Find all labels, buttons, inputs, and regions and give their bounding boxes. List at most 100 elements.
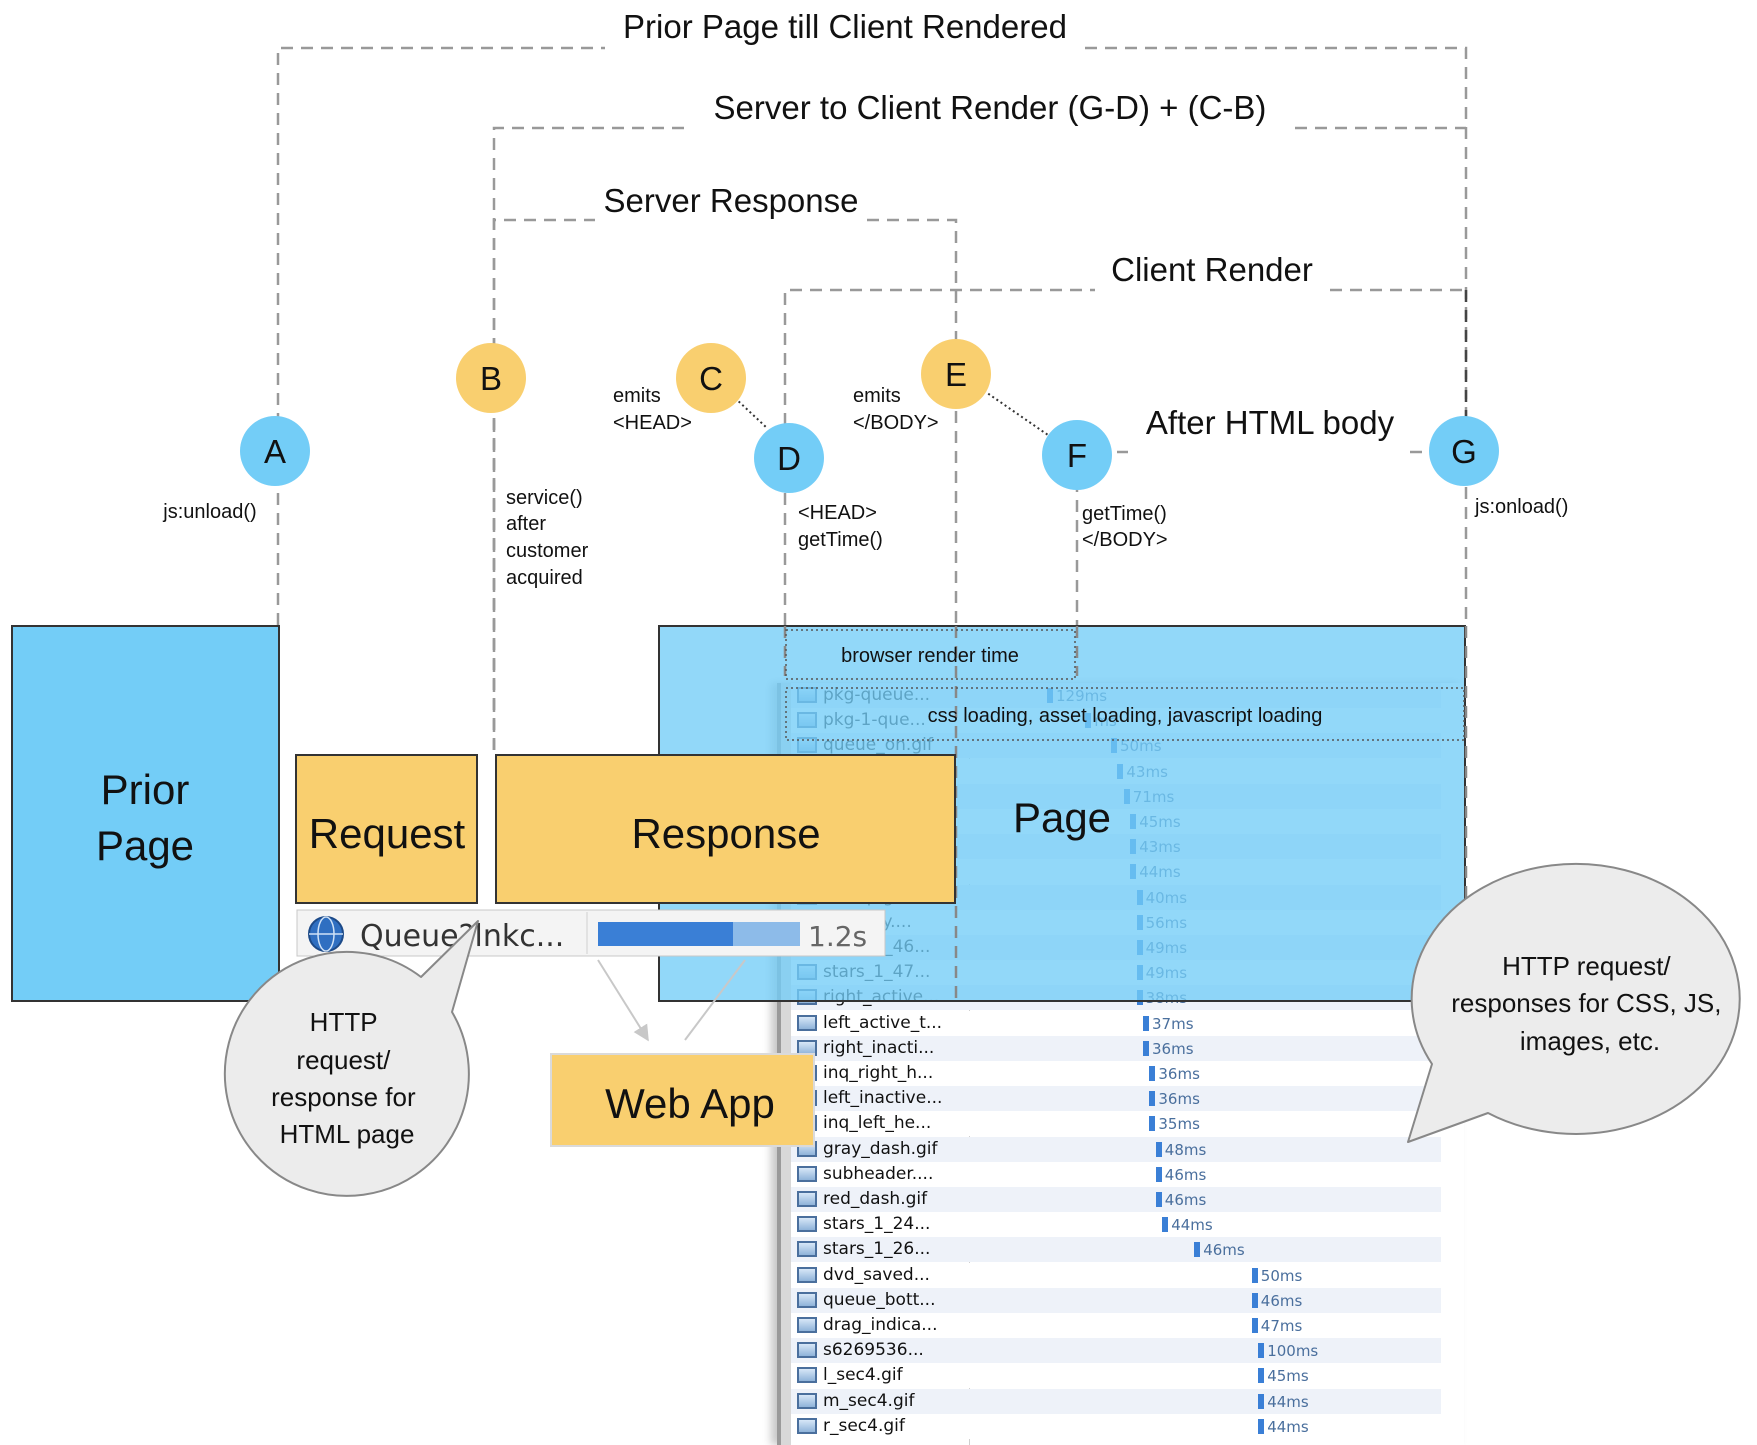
image-file-icon xyxy=(797,1216,817,1233)
waterfall-file-name: r_sec4.gif xyxy=(823,1415,905,1436)
image-file-icon xyxy=(797,1266,817,1283)
svg-text:browser render time: browser render time xyxy=(841,645,1019,667)
waterfall-timing-bar xyxy=(1149,1116,1156,1132)
prior-page-block: Prior Page xyxy=(11,625,280,1002)
waterfall-time: 36ms xyxy=(1158,1065,1200,1083)
main-request-time: 1.2s xyxy=(808,920,867,953)
node-e: E xyxy=(921,339,991,409)
waterfall-timing-bar xyxy=(1143,1015,1149,1031)
waterfall-time: 100ms xyxy=(1267,1342,1319,1361)
waterfall-row[interactable]: left_active_t... 37ms xyxy=(791,1010,1441,1036)
note-a: js:unload() xyxy=(162,501,256,523)
waterfall-file-name: l_sec4.gif xyxy=(823,1365,903,1386)
waterfall-row[interactable]: inq_right_h... 36ms xyxy=(791,1061,1441,1086)
waterfall-timing-bar xyxy=(1155,1192,1162,1207)
bracket-title-after-html-body: After HTML body xyxy=(1146,404,1395,441)
svg-text:Page: Page xyxy=(1013,794,1111,841)
svg-text:A: A xyxy=(264,433,286,470)
waterfall-row[interactable]: dvd_saved... 50ms xyxy=(791,1262,1441,1288)
waterfall-timing-bar xyxy=(1162,1217,1169,1233)
waterfall-time: 36ms xyxy=(1152,1039,1194,1058)
waterfall-time: 46ms xyxy=(1164,1165,1207,1184)
svg-text:HTTP request/ resp: HTTP request/ response for HTML page xyxy=(271,1007,423,1149)
waterfall-row[interactable]: drag_indica...47ms xyxy=(791,1313,1441,1338)
waterfall-time: 45ms xyxy=(1267,1367,1309,1386)
bracket-client-render xyxy=(783,288,1466,625)
main-request-row: Queue?lnkc... 1.2s xyxy=(296,909,886,957)
waterfall-row[interactable]: s6269536... 100ms xyxy=(791,1338,1441,1364)
waterfall-row[interactable]: right_inacti... 36ms xyxy=(791,1035,1441,1061)
waterfall-timing-bar xyxy=(1258,1418,1265,1434)
note-d: <HEAD> getTime() xyxy=(798,502,883,551)
link-e-to-f xyxy=(979,387,1049,436)
image-file-icon xyxy=(797,1291,817,1308)
waterfall-row[interactable]: l_sec4.gif 45ms xyxy=(791,1363,1441,1389)
waterfall-row[interactable]: queue_bott... 46ms xyxy=(791,1287,1441,1313)
waterfall-timing-bar xyxy=(1149,1066,1156,1081)
node-c: C xyxy=(676,343,746,413)
waterfall-file-name: inq_left_he... xyxy=(823,1113,932,1134)
waterfall-time: 46ms xyxy=(1203,1241,1245,1260)
waterfall-file-name: dvd_saved... xyxy=(823,1264,930,1285)
waterfall-row[interactable]: stars_1_24... 44ms xyxy=(791,1212,1441,1238)
waterfall-row[interactable]: left_inactive... 36ms xyxy=(791,1086,1441,1112)
svg-text:C: C xyxy=(699,360,723,397)
waterfall-file-name: left_inactive... xyxy=(823,1088,943,1109)
waterfall-time: 36ms xyxy=(1158,1090,1200,1109)
waterfall-time: 37ms xyxy=(1152,1014,1194,1033)
waterfall-timing-bar xyxy=(1194,1242,1201,1258)
svg-text:Page: Page xyxy=(96,822,194,869)
browser-render-time-box: browser render time xyxy=(785,629,1076,680)
bubble-assets: HTTP request/ responses for CSS, JS, ima… xyxy=(1407,862,1741,1143)
bracket-title-prior-page: Prior Page till Client Rendered xyxy=(623,8,1067,45)
waterfall-row[interactable]: stars_1_26... 46ms xyxy=(791,1237,1441,1263)
waterfall-file-name: right_inacti... xyxy=(823,1037,935,1058)
svg-text:HTTP request/ responses: HTTP request/ responses for CSS, JS, ima… xyxy=(1451,951,1728,1056)
bubble-html-page: HTTP request/ response for HTML page xyxy=(223,920,479,1197)
image-file-icon xyxy=(797,1241,817,1258)
svg-text:G: G xyxy=(1451,433,1477,470)
waterfall-file-name: stars_1_26... xyxy=(823,1239,931,1260)
image-file-icon xyxy=(797,1191,817,1207)
waterfall-file-name: gray_dash.gif xyxy=(823,1138,938,1159)
waterfall-time: 44ms xyxy=(1267,1417,1309,1436)
waterfall-time: 47ms xyxy=(1260,1317,1303,1335)
image-file-icon xyxy=(797,1165,817,1182)
waterfall-time: 44ms xyxy=(1171,1216,1213,1235)
waterfall-time: 44ms xyxy=(1267,1392,1309,1411)
waterfall-timing-bar xyxy=(1149,1091,1156,1107)
image-file-icon xyxy=(797,1367,817,1384)
waterfall-timing-bar xyxy=(1258,1393,1265,1409)
waterfall-timing-bar xyxy=(1251,1267,1258,1283)
waterfall-file-name: subheader.... xyxy=(823,1163,934,1184)
link-c-to-d xyxy=(734,397,768,429)
image-file-icon xyxy=(797,1317,817,1333)
svg-text:Request: Request xyxy=(309,810,466,857)
note-f: getTime() </BODY> xyxy=(1082,503,1172,551)
waterfall-time: 46ms xyxy=(1260,1291,1303,1310)
main-request-bar-wait xyxy=(598,922,733,946)
note-e: emits </BODY> xyxy=(853,385,939,434)
node-b: B xyxy=(456,343,526,413)
image-file-icon xyxy=(797,1342,817,1359)
waterfall-file-name: left_active_t... xyxy=(823,1012,943,1033)
waterfall-row[interactable]: r_sec4.gif 44ms xyxy=(791,1413,1441,1439)
bracket-server-response xyxy=(492,218,958,750)
waterfall-timing-bar xyxy=(1258,1368,1265,1384)
svg-text:Web App: Web App xyxy=(605,1080,775,1127)
waterfall-time: 35ms xyxy=(1158,1115,1200,1134)
waterfall-time: 48ms xyxy=(1164,1140,1207,1159)
waterfall-time: 50ms xyxy=(1260,1266,1303,1285)
svg-text:Response: Response xyxy=(631,810,820,857)
waterfall-file-name: stars_1_24... xyxy=(823,1214,931,1235)
waterfall-file-name: inq_right_h... xyxy=(823,1063,934,1083)
svg-text:css loading, asset loading, ja: css loading, asset loading, javascript l… xyxy=(928,705,1323,727)
waterfall-row[interactable]: gray_dash.gif 48ms xyxy=(791,1136,1441,1162)
waterfall-file-name: queue_bott... xyxy=(823,1289,936,1310)
waterfall-row[interactable]: inq_left_he... 35ms xyxy=(791,1111,1441,1137)
waterfall-row[interactable]: subheader.... 46ms xyxy=(791,1161,1441,1187)
waterfall-file-name: s6269536... xyxy=(823,1340,924,1361)
image-file-icon xyxy=(797,1392,817,1409)
